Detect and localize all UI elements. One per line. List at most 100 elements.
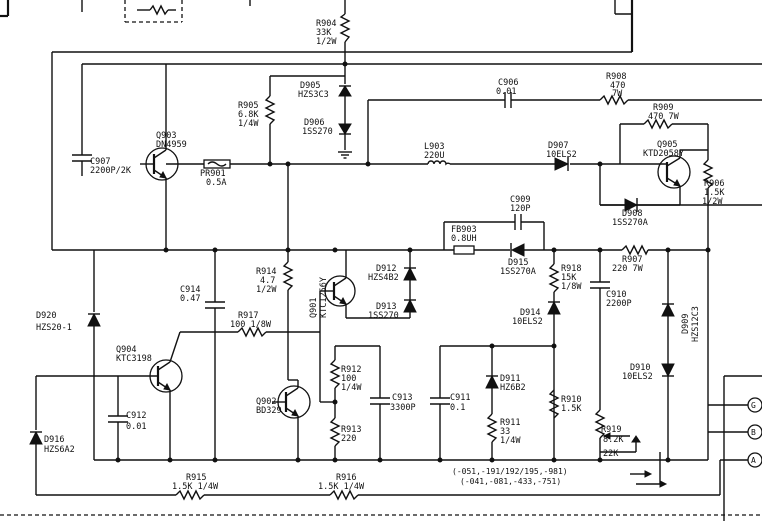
second-rail-wire [52,205,711,460]
variant-note-2: (-041,-081,-433,-751) [460,477,561,486]
q904-ref: Q904 [116,345,136,355]
c912-ref: C912 [126,411,146,421]
r915-ref: R915 [186,473,206,483]
d916-ref: D916 [44,435,64,445]
r909-ref: R909 [653,103,673,113]
r918-resistor: R918 15K 1/8W [548,250,582,302]
d907-value: 10ELS2 [546,150,577,160]
d908-ref: D908 [622,209,642,219]
r918-rating: 1/8W [561,282,582,292]
d906-ref: D906 [304,118,324,128]
c906-ref: C906 [498,78,518,88]
d912-value: HZS4B2 [368,273,399,283]
d910-ref: D910 [630,363,650,373]
q902-ref: Q902 [256,397,276,407]
d909-ref: D909 [681,314,691,334]
c907-capacitor: C907 2200P/2K [72,154,132,176]
d908-value: 1SS270A [612,218,648,228]
r914-value: 4.7 [260,276,275,286]
c911-capacitor: C911 0.1 [430,343,554,460]
d910-value: 10ELS2 [622,372,653,382]
c913-value: 3300P [390,403,416,413]
d913-value: 1SS270 [368,311,399,321]
q903-ref: Q903 [156,131,176,141]
fb903-bead: FB903 0.8UH [451,225,477,255]
c909-capacitor: C909 120P [443,195,545,250]
r919-value: 8.2K [603,435,624,445]
d920-value: HZS20-1 [36,323,72,333]
q905-value: KTD2058Y [643,149,684,159]
d909-value: HZS12C3 [691,306,701,342]
r908-resistor: R908 470 7W [599,72,762,106]
r910-resistor: R910 1.5K [548,343,582,419]
q904-value: KTC3198 [116,354,152,364]
c911-value: 0.1 [450,403,465,413]
r906-rating: 1/2W [702,197,723,207]
d915-value: 1SS270A [500,267,536,277]
d920-ref: D920 [36,311,56,321]
d908-diode: D908 1SS270A [599,164,680,228]
r912-ref: R912 [341,365,361,375]
c912-value: 0.01 [126,422,146,432]
d914-diode: D914 10ELS2 [512,300,561,460]
d915-diode: D915 1SS270A [500,243,536,277]
d905-value: HZS3C3 [298,90,329,100]
d907-diode: D907 10ELS2 [546,141,577,171]
q902-value: BD329 [256,406,282,416]
pr901-fuse: PR901 0.5A [200,159,231,188]
r916-value: 1.5K 1/4W [318,482,365,492]
c911-ref: C911 [450,393,470,403]
c910-value: 2200P [606,299,632,309]
connector-pin-3: A [751,456,756,465]
q905-ref: Q905 [657,140,677,150]
d905-zener: D905 HZS3C3 [298,52,352,114]
main-rail-wire [166,161,620,167]
connector-pin-2: B [751,428,756,437]
r909-value: 470 7W [648,112,680,122]
c912-capacitor: C912 0.01 [108,376,146,460]
d912-ref: D912 [376,264,396,274]
c910-capacitor: C910 2200P [590,250,632,410]
r918-ref: R918 [561,264,581,274]
d913-ref: D913 [376,302,396,312]
fb903-ref: FB903 [451,225,477,235]
d914-ref: D914 [520,308,540,318]
c906-capacitor: C906 0.01 [367,78,600,164]
d909-zener: D909 HZS12C3 [661,250,701,364]
c914-value: 0.47 [180,294,200,304]
d916-value: HZS6A2 [44,445,75,455]
c909-value: 120P [510,204,530,214]
connector-pin-1: G [751,401,756,410]
r919-resistor: R919 8.2K 22K [594,409,641,460]
c914-ref: C914 [180,285,200,295]
d913-diode: D913 1SS270 [368,298,417,321]
r911-value: 33 [500,427,510,437]
pr901-value: 0.5A [206,178,226,188]
d910-diode: D910 10ELS2 [622,363,675,460]
c914-capacitor: C914 0.47 [180,250,225,460]
r913-value: 220 [341,434,356,444]
r911-ref: R911 [500,418,520,428]
r917-resistor: R917 100 1/8W [180,311,320,338]
q901-transistor: Q901 KTC1256Y [309,250,410,330]
c907-value: 2200P/2K [90,166,132,176]
r908-rating: 7W [612,89,623,99]
r912-rating: 1/4W [341,383,362,393]
r912-resistor: R912 100 1/4W [319,330,380,418]
r919-alt-value: 22K [603,449,619,459]
r916-ref: R916 [336,473,356,483]
top-left-dashed-box [124,0,183,23]
r914-ref: R914 [256,267,276,277]
r910-ref: R910 [561,395,581,405]
c910-ref: C910 [606,290,626,300]
r913-resistor: R913 220 [329,417,361,460]
r905-ref: R905 [238,101,258,111]
r908-ref: R908 [606,72,626,82]
r917-value: 100 1/8W [230,320,272,330]
l903-ref: L903 [424,142,444,152]
r911-resistor: R911 33 1/4W [486,413,521,460]
r914-rating: 1/2W [256,285,277,295]
c913-ref: C913 [392,393,412,403]
d907-ref: D907 [548,141,568,151]
r915-resistor: R915 1.5K 1/4W [36,473,330,501]
